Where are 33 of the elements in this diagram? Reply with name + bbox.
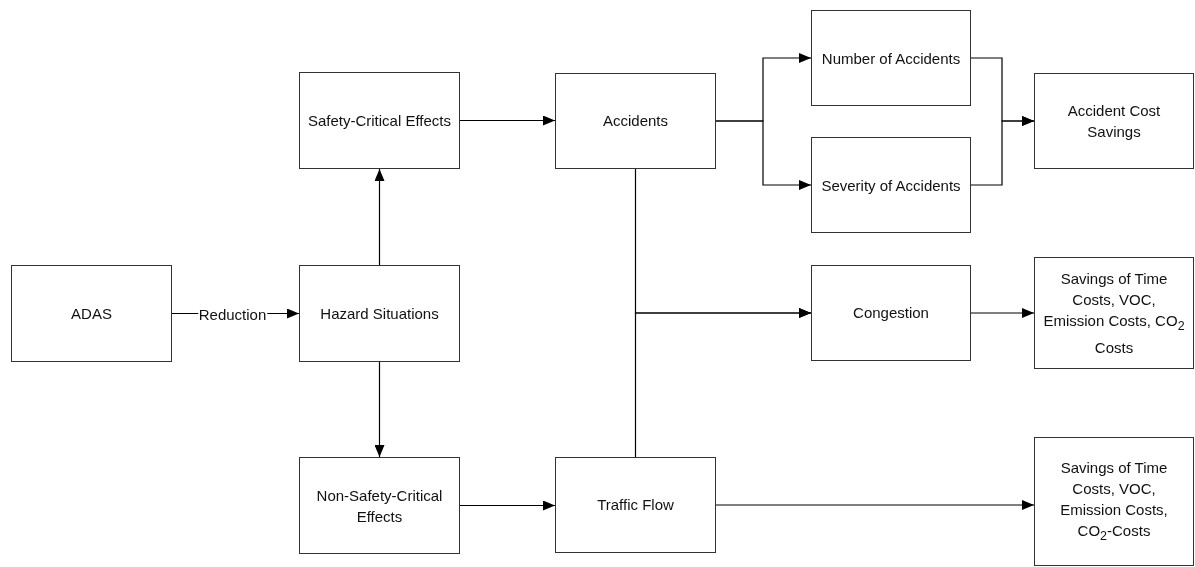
box-label: Hazard Situations xyxy=(320,303,439,324)
arrow xyxy=(715,120,812,190)
process-box xyxy=(11,265,172,362)
process-box xyxy=(299,265,460,362)
arrow xyxy=(970,116,1035,186)
box-label: Severity of Accidents xyxy=(821,175,961,196)
arrow xyxy=(459,500,556,511)
box-label: Accident Cost Savings xyxy=(1066,101,1162,142)
process-box xyxy=(811,10,971,106)
process-box xyxy=(299,72,460,169)
process-box xyxy=(811,265,971,361)
box-label: Traffic Flow xyxy=(597,495,674,515)
arrow xyxy=(374,168,385,266)
process-box xyxy=(1034,437,1194,566)
box-label: Safety-Critical Effects xyxy=(307,110,452,131)
process-box xyxy=(555,457,716,553)
box-label: ADAS xyxy=(71,303,112,324)
box-label: Accidents xyxy=(602,111,668,131)
box-label: Savings of Time Costs, VOC, Emission Costs, CO$_{2}$ Costs xyxy=(1042,269,1186,358)
process-box xyxy=(1034,73,1194,169)
arrow xyxy=(634,308,812,458)
box-label: Congestion xyxy=(853,303,929,323)
box-label: Non-Safety-Critical Effects xyxy=(315,485,444,527)
box-label: Number of Accidents xyxy=(821,48,961,69)
arrow xyxy=(459,115,556,126)
box-label: Savings of Time Costs, VOC, Emission Costs, CO$_{2}$-Costs xyxy=(1059,457,1169,545)
arrow xyxy=(374,361,385,458)
arrow xyxy=(970,308,1035,318)
process-box xyxy=(299,457,460,554)
process-box xyxy=(555,73,716,169)
process-box xyxy=(811,137,971,233)
process-box xyxy=(1034,257,1194,369)
arrow xyxy=(715,500,1035,510)
